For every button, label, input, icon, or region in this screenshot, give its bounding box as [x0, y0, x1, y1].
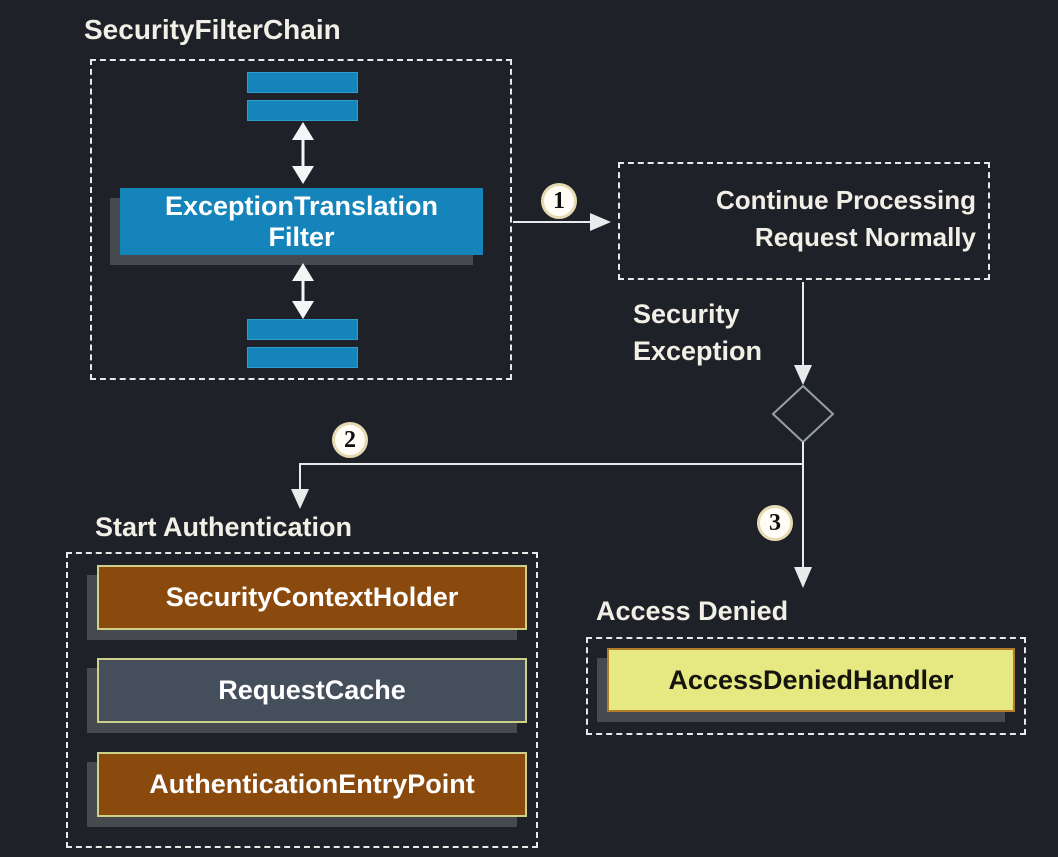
arrow-step-3 [794, 442, 812, 588]
access-denied-title: Access Denied [596, 596, 789, 626]
access-denied-box: AccessDeniedHandler [586, 637, 1026, 735]
step-2-badge: 2 [332, 422, 368, 458]
continue-processing-label-line2: Request Normally [754, 222, 976, 252]
decision-diamond [771, 384, 835, 444]
start-authentication-title: Start Authentication [95, 512, 353, 542]
filter-bar-3 [247, 319, 358, 340]
step-3-number: 3 [769, 510, 781, 536]
start-authentication-box: SecurityContextHolder RequestCache Authe… [66, 552, 538, 848]
security-exception-label-line1: Security [633, 299, 740, 329]
step-3-badge: 3 [757, 505, 793, 541]
continue-processing-box: Continue Processing Request Normally [618, 162, 990, 280]
exception-translation-filter-box: ExceptionTranslation Filter [120, 188, 483, 255]
access-denied-handler-box: AccessDeniedHandler [607, 648, 1015, 712]
security-exception-label-line2: Exception [633, 336, 763, 366]
step-1-number: 1 [553, 188, 565, 214]
filter-bar-1 [247, 72, 358, 93]
exception-translation-filter-label-line2: Filter [268, 221, 335, 252]
arrow-step-2 [291, 463, 803, 509]
arrow-security-exception [794, 282, 812, 385]
authentication-entry-point-box: AuthenticationEntryPoint [97, 752, 527, 817]
filter-bar-4 [247, 347, 358, 368]
filter-bar-2 [247, 100, 358, 121]
exception-translation-filter-label-line1: ExceptionTranslation [164, 190, 439, 221]
security-context-holder-box: SecurityContextHolder [97, 565, 527, 630]
security-filter-chain-box [90, 59, 512, 380]
continue-processing-label-line1: Continue Processing [715, 185, 976, 215]
security-exception-label: Security Exception [633, 296, 762, 370]
request-cache-box: RequestCache [97, 658, 527, 723]
step-1-badge: 1 [541, 183, 577, 219]
security-filter-chain-title: SecurityFilterChain [84, 14, 341, 45]
step-2-number: 2 [344, 427, 356, 453]
